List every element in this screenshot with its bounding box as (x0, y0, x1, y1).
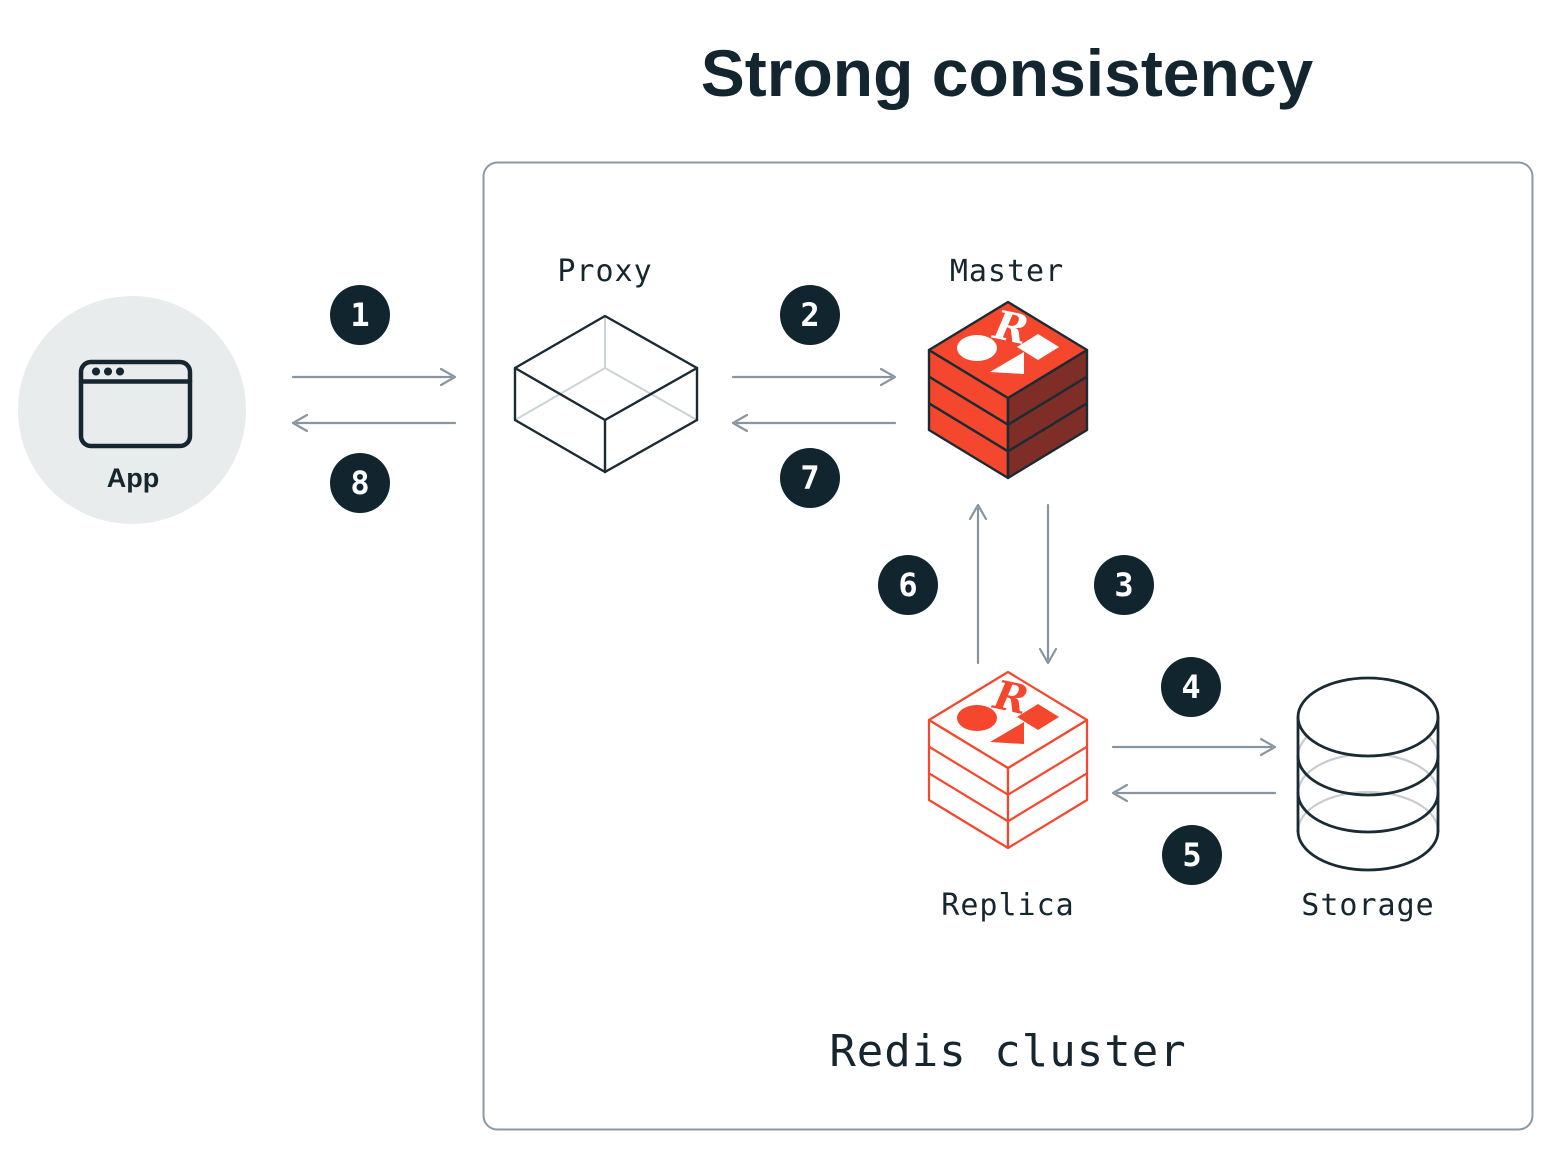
browser-dot (91, 367, 101, 376)
step-badge-2: 2 (780, 285, 840, 345)
step-badge-3: 3 (1094, 555, 1154, 615)
logo-circle (957, 705, 997, 731)
redis-cube-icon-replica (927, 670, 1089, 850)
step-badges: 1 2 3 4 5 6 7 8 (330, 285, 1222, 885)
master-node: Master R (927, 254, 1089, 480)
proxy-box-icon (513, 314, 699, 474)
browser-icon (78, 359, 193, 449)
logo-square (1017, 334, 1059, 360)
app-circle (18, 296, 246, 524)
logo-square (1017, 704, 1059, 730)
proxy-label: Proxy (557, 254, 652, 289)
step-badge-label: 6 (898, 566, 917, 604)
step-badge-label: 4 (1181, 668, 1200, 706)
step-badge-label: 7 (800, 459, 819, 497)
app-label: App (107, 463, 159, 493)
step-badge-8: 8 (330, 453, 390, 513)
master-label: Master (950, 254, 1064, 289)
database-cylinder-icon (1296, 676, 1440, 872)
browser-window (78, 359, 193, 449)
storage-label: Storage (1301, 888, 1434, 923)
replica-node: R Replica (927, 670, 1089, 923)
step-badge-label: 2 (800, 296, 819, 334)
step-badge-label: 1 (350, 296, 369, 334)
arrow-master-to-replica (1038, 503, 1058, 665)
step-badge-label: 8 (350, 464, 369, 502)
arrow-replica-to-storage (1111, 737, 1277, 757)
arrow-storage-to-replica (1111, 783, 1277, 803)
step-badge-label: 5 (1182, 836, 1201, 874)
arrow-proxy-to-app (291, 413, 457, 433)
step-badge-1: 1 (330, 285, 390, 345)
logo-triangle (990, 352, 1024, 374)
arrow-master-to-proxy (731, 413, 897, 433)
step-badge-7: 7 (780, 448, 840, 508)
storage-node: Storage (1296, 676, 1440, 923)
arrow-replica-to-master (968, 503, 988, 665)
logo-circle (957, 335, 997, 361)
redis-cluster-label: Redis cluster (829, 1026, 1186, 1077)
redis-cube-icon-master (927, 300, 1089, 480)
proxy-node: Proxy (513, 254, 699, 474)
arrow-app-to-proxy (291, 367, 457, 387)
redis-logo-shapes-replica: R (957, 671, 1059, 744)
logo-triangle (990, 722, 1024, 744)
redis-cluster-box (482, 161, 1534, 1131)
cylinder-visible-edges (1296, 715, 1440, 872)
step-badge-4: 4 (1161, 657, 1221, 717)
browser-dot (103, 367, 113, 376)
proxy-visible-edges (513, 314, 699, 474)
replica-label: Replica (941, 888, 1074, 923)
flow-arrows (291, 367, 1277, 803)
step-badge-label: 3 (1114, 566, 1133, 604)
page-title: Strong consistency (701, 36, 1314, 110)
step-badge-5: 5 (1162, 825, 1222, 885)
proxy-hidden-edges (514, 316, 698, 421)
step-badge-6: 6 (878, 555, 938, 615)
app-node: App (18, 296, 246, 524)
browser-dot (115, 367, 125, 376)
arrow-proxy-to-master (731, 367, 897, 387)
